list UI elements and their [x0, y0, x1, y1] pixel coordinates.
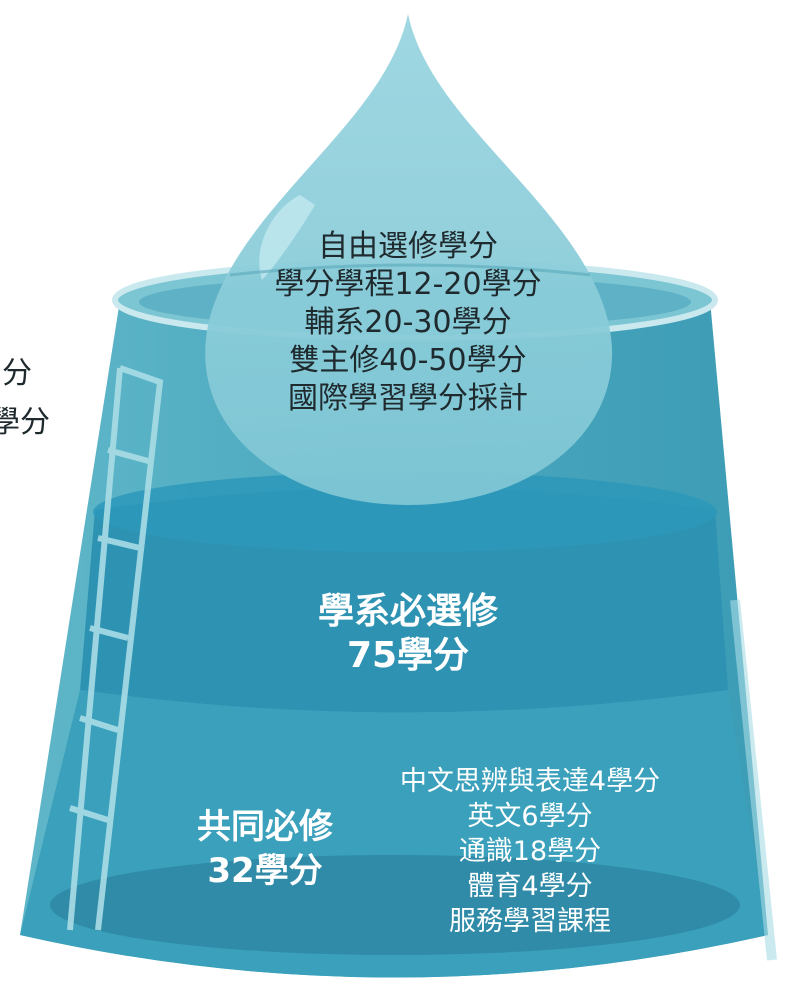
drop-line-minor: 輔系20-30學分 — [304, 305, 512, 340]
water-drop — [205, 14, 613, 505]
drop-line-double-major: 雙主修40-50學分 — [289, 343, 527, 378]
water-drop-shine — [259, 195, 315, 280]
left-cut-text-2: 學分 — [0, 405, 50, 440]
drop-line-international: 國際學習學分採計 — [288, 381, 528, 416]
water-drop-rim-line — [229, 263, 591, 277]
left-cut-text-1: 分 — [2, 356, 32, 391]
common-required-title: 共同必修 — [197, 807, 333, 847]
department-title: 學系必選修 — [317, 591, 498, 632]
cup-bottom-ellipse — [50, 855, 740, 955]
item-chinese: 中文思辨與表達4學分 — [399, 766, 661, 797]
glass-highlight-right — [730, 599, 777, 961]
drop-text-block: 自由選修學分 學分學程12-20學分 輔系20-30學分 雙主修40-50學分 … — [208, 228, 608, 418]
drop-line-program: 學分學程12-20學分 — [274, 267, 542, 302]
water-surface — [93, 472, 717, 552]
item-general-education: 通識18學分 — [458, 836, 602, 867]
common-required-credits: 32學分 — [207, 851, 323, 891]
department-credits: 75學分 — [346, 635, 470, 676]
common-required-block: 共同必修 32學分 — [160, 805, 370, 893]
item-english: 英文6學分 — [467, 801, 593, 832]
measuring-scale — [67, 365, 164, 931]
item-service-learning: 服務學習課程 — [449, 906, 611, 937]
common-required-items: 中文思辨與表達4學分 英文6學分 通識18學分 體育4學分 服務學習課程 — [370, 764, 690, 939]
drop-line-free-elective: 自由選修學分 — [318, 229, 498, 264]
item-physical-education: 體育4學分 — [467, 871, 593, 902]
department-block: 學系必選修 75學分 — [258, 590, 558, 678]
